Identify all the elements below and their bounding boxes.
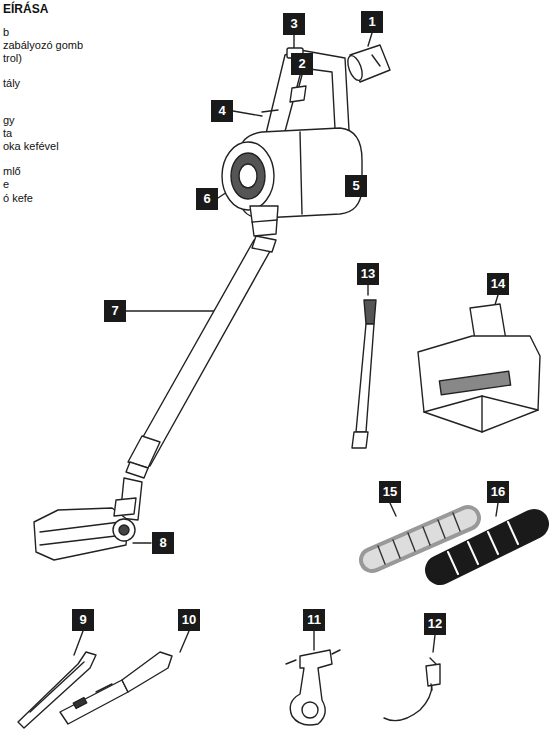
handle-part: [290, 86, 306, 102]
main-body: [239, 164, 257, 188]
extension-tube: [126, 462, 148, 478]
main-body: [300, 132, 302, 214]
mini-turbo-head: [418, 336, 540, 432]
floor-head: [34, 478, 142, 560]
charger-plug: [426, 664, 440, 686]
leader-line: [133, 542, 151, 543]
filter-part: [345, 45, 390, 82]
part-name: zabályozó gomb trol): [3, 39, 93, 65]
brush-tool: [73, 698, 86, 709]
crevice-tool: [18, 652, 96, 728]
callout-number: 8: [152, 532, 174, 554]
mini-turbo-head: [481, 396, 482, 432]
callout-number: 6: [196, 188, 218, 210]
charger-plug: [384, 684, 432, 721]
callout-number: 12: [424, 613, 446, 635]
floor-head: [40, 535, 124, 545]
leader-line: [74, 631, 83, 655]
wall-bracket: [332, 650, 340, 654]
callout-number: 5: [345, 175, 367, 197]
part-name: b: [3, 26, 9, 39]
part-name: e: [3, 178, 9, 191]
callout-number: 13: [357, 263, 379, 285]
callout-number: 14: [487, 273, 509, 295]
mini-turbo-head: [439, 371, 510, 395]
main-body: [222, 142, 274, 210]
part-name: ó kefe: [3, 192, 33, 205]
charger-plug: [384, 658, 440, 721]
callout-number: 7: [104, 300, 126, 322]
leader-line: [313, 631, 314, 650]
dusting-brush: [352, 300, 376, 448]
handle-part: [262, 110, 278, 112]
wall-bracket: [302, 702, 318, 718]
part-name: oka kefével: [3, 140, 59, 153]
callout-number: 10: [178, 609, 200, 631]
callout-number: 4: [211, 100, 233, 122]
main-body: [250, 206, 278, 236]
part-name: tály: [3, 77, 20, 90]
callout-number: 3: [283, 13, 305, 35]
soft-roller: [440, 522, 534, 574]
callout-number: 9: [72, 609, 94, 631]
leader-line: [390, 503, 396, 516]
extension-tube: [126, 236, 276, 478]
brush-tool: [60, 652, 172, 724]
callout-number: 15: [379, 481, 401, 503]
charger-plug: [431, 684, 432, 690]
floor-head: [114, 498, 136, 516]
leader-line: [368, 33, 372, 46]
leader-line: [433, 635, 435, 652]
floor-head: [119, 525, 129, 535]
floor-head: [113, 519, 135, 541]
callout-number: 2: [291, 53, 313, 75]
dusting-brush: [364, 300, 376, 324]
mini-turbo-head: [418, 304, 540, 432]
part-name: ta: [3, 127, 12, 140]
leader-line: [496, 503, 498, 516]
part-name: gy: [3, 114, 15, 127]
filter-part: [345, 54, 365, 83]
dusting-brush: [356, 324, 374, 432]
part-name: mlő: [3, 165, 21, 178]
heading-text: EÍRÁSA: [3, 2, 48, 16]
callout-number: 11: [303, 609, 325, 631]
extension-tube: [130, 240, 274, 466]
callout-number: 16: [487, 481, 509, 503]
brush-tool: [96, 684, 112, 692]
wall-bracket: [286, 660, 296, 664]
soft-roller: [448, 522, 518, 574]
brush-tool: [60, 680, 128, 724]
charger-plug: [430, 658, 436, 664]
callout-number: 1: [361, 11, 383, 33]
mini-turbo-head: [424, 396, 538, 412]
dusting-brush: [352, 432, 368, 448]
main-body: [231, 153, 265, 199]
wall-bracket: [286, 650, 340, 725]
wall-bracket: [290, 650, 332, 725]
leader-line: [293, 35, 294, 48]
leader-line: [233, 111, 262, 116]
leader-line: [126, 310, 214, 311]
filter-part: [372, 55, 380, 66]
brush-tool: [122, 652, 172, 692]
main-body: [222, 128, 362, 236]
extension-tube: [252, 236, 276, 252]
main-body: [252, 220, 277, 222]
leader-line: [367, 285, 368, 295]
leader-line: [180, 631, 189, 652]
floor-head: [40, 522, 120, 532]
crevice-tool: [18, 652, 96, 728]
